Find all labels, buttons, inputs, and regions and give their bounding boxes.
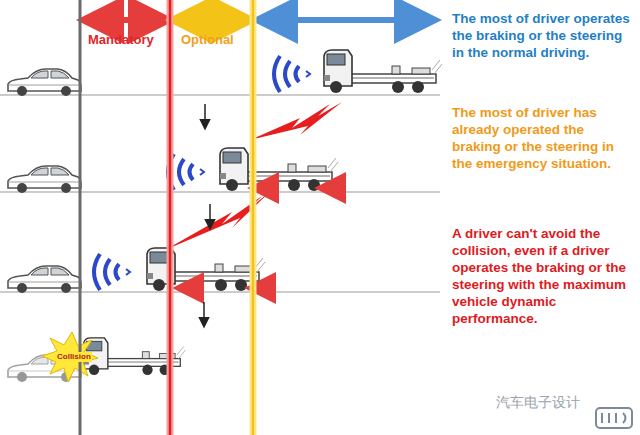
- mandatory-boundary-line: [167, 0, 174, 435]
- normal-range-arrow: [262, 17, 430, 23]
- collision-star: [42, 332, 98, 382]
- mandatory-range-arrow: [88, 17, 164, 23]
- logo-mark: [596, 408, 632, 428]
- note-text: A driver can't avoid the collision, even…: [452, 225, 636, 327]
- collision-label: Collision: [56, 352, 92, 362]
- note-text: The most of driver has already operated …: [452, 104, 636, 172]
- optional-range-arrow: [177, 17, 247, 23]
- optional-boundary-line: [250, 0, 257, 435]
- range-label: Mandatory: [88, 32, 168, 48]
- warning-bolt: [250, 102, 342, 140]
- optional-boundary-core: [252, 0, 255, 435]
- range-label: Optional: [181, 32, 251, 48]
- watermark: 汽车电子设计: [496, 393, 606, 411]
- truck: [84, 50, 442, 375]
- mandatory-boundary-core: [169, 0, 172, 435]
- road-line: [0, 95, 440, 292]
- car-boundary-line: [79, 0, 82, 435]
- sensor-wave: [94, 56, 310, 290]
- brake-arrow: [180, 188, 340, 288]
- step-arrow: [204, 104, 210, 324]
- note-text: The most of driver operates the braking …: [452, 10, 636, 61]
